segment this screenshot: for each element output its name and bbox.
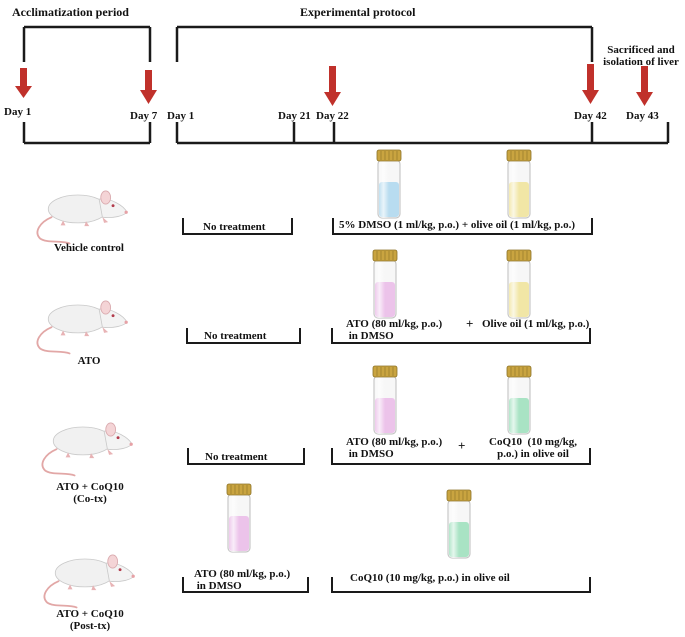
g1-pretreatment-bracket xyxy=(182,218,293,235)
day-label-day43: Day 43 xyxy=(626,110,659,122)
group-label-vehicle: Vehicle control xyxy=(54,242,124,254)
g4-treatment-bracket xyxy=(331,577,591,593)
vial-icon xyxy=(506,149,532,219)
rat-icon-ato xyxy=(36,300,129,355)
day-label-exp-day1: Day 1 xyxy=(167,110,195,122)
g2-pretreatment-bracket xyxy=(186,328,301,344)
day-label-day21: Day 21 xyxy=(278,110,311,122)
group-label-cotx: ATO + CoQ10 (Co-tx) xyxy=(56,481,124,505)
arrow-day22 xyxy=(324,66,341,106)
vial-icon xyxy=(506,365,532,435)
g2-treatment-bracket xyxy=(331,328,591,344)
sacrifice-label: Sacrificed and isolation of liver xyxy=(603,44,679,68)
g1-treatment-bracket xyxy=(332,218,593,235)
rat-icon-posttx xyxy=(43,554,136,609)
day-label-acc-day1: Day 1 xyxy=(4,106,32,118)
vial-icon xyxy=(376,149,402,219)
g2-pretreatment: No treatment xyxy=(204,330,267,342)
rat-icon-vehicle xyxy=(36,190,129,245)
vials xyxy=(226,149,532,559)
vial-icon xyxy=(226,483,252,553)
g1-pretreatment: No treatment xyxy=(203,221,266,233)
rat-icon-cotx xyxy=(41,422,134,477)
g3-treatment-right: CoQ10 (10 mg/kg, p.o.) in olive oil xyxy=(489,436,577,460)
vial-icon xyxy=(372,249,398,319)
vial-icon xyxy=(446,489,472,559)
g3-plus: + xyxy=(458,438,466,453)
day-label-day22: Day 22 xyxy=(316,110,349,122)
g4-treatment: CoQ10 (10 mg/kg, p.o.) in olive oil xyxy=(350,572,510,584)
day-label-acc-day7: Day 7 xyxy=(130,110,158,122)
arrow-acc-day1 xyxy=(15,68,32,98)
g2-treatment-left: ATO (80 ml/kg, p.o.) in DMSO xyxy=(346,318,443,342)
arrow-day43 xyxy=(636,66,653,106)
arrow-day42 xyxy=(582,64,599,104)
g1-treatment: 5% DMSO (1 ml/kg, p.o.) + olive oil (1 m… xyxy=(339,219,576,231)
g3-pretreatment-bracket xyxy=(187,448,305,465)
g4-pretreatment: ATO (80 ml/kg, p.o.) in DMSO xyxy=(194,568,291,592)
g3-pretreatment: No treatment xyxy=(205,451,268,463)
arrow-acc-day7 xyxy=(140,70,157,104)
g4-pretreatment-bracket xyxy=(182,577,309,593)
vial-icon xyxy=(372,365,398,435)
group-label-ato: ATO xyxy=(77,355,101,367)
g2-treatment-right: Olive oil (1 ml/kg, p.o.) xyxy=(482,318,590,330)
day-arrows xyxy=(15,64,653,106)
group-label-posttx: ATO + CoQ10 (Post-tx) xyxy=(56,608,124,632)
g3-treatment-bracket xyxy=(331,448,591,465)
g2-plus: + xyxy=(466,316,474,331)
g3-treatment-left: ATO (80 ml/kg, p.o.) in DMSO xyxy=(346,436,443,460)
vial-icon xyxy=(506,249,532,319)
acclimatization-title: Acclimatization period xyxy=(12,5,129,19)
day-label-day42: Day 42 xyxy=(574,110,607,122)
experimental-title: Experimental protocol xyxy=(300,5,416,19)
